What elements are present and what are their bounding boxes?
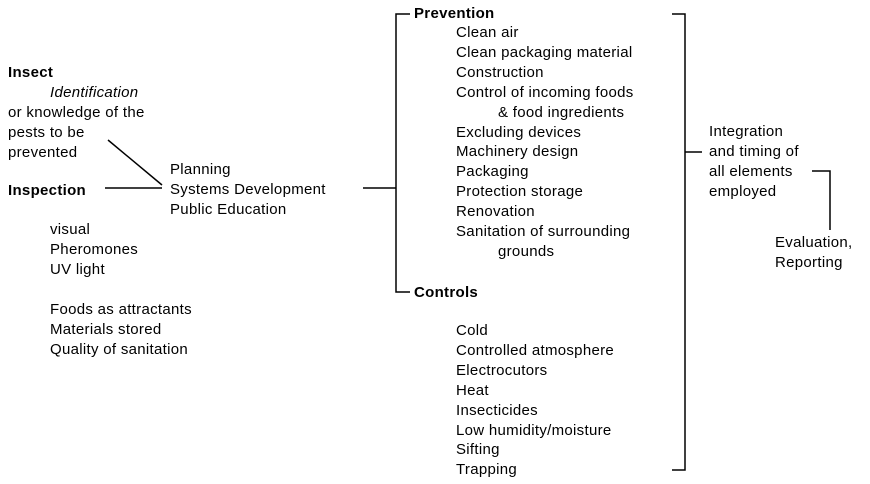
prevention-item: Machinery design — [456, 143, 579, 161]
integration-line: all elements — [709, 162, 793, 180]
factor-item: Materials stored — [50, 320, 162, 338]
prevention-item: Renovation — [456, 203, 535, 221]
factor-item: Foods as attractants — [50, 301, 192, 318]
prevention-item: Clean air — [456, 24, 519, 41]
center-item: Planning — [170, 161, 231, 178]
control-item: Controlled atmosphere — [456, 341, 615, 359]
prevention-list: Clean air Clean packaging material Const… — [456, 23, 634, 262]
center-activities: Planning Systems Development Public Educ… — [170, 160, 326, 220]
inspection-title: Inspection — [8, 182, 87, 199]
control-item: Heat — [456, 381, 489, 399]
insect-title: Insect — [8, 64, 54, 81]
evaluation-line: Evaluation, — [775, 234, 853, 251]
control-item: Sifting — [456, 441, 500, 459]
insect-line: prevented — [8, 143, 78, 161]
prevention-item: & food ingredients — [498, 103, 625, 121]
identification-label: Identification — [50, 84, 139, 101]
prevention-item: Construction — [456, 63, 544, 81]
prevention-item: grounds — [498, 242, 555, 260]
integration-line: and timing of — [709, 142, 799, 160]
method-item: UV light — [50, 260, 105, 278]
prevention-item: Packaging — [456, 163, 529, 181]
prevention-item: Excluding devices — [456, 123, 582, 141]
inspection-factors: Foods as attractants Materials stored Qu… — [50, 300, 192, 360]
integration-line: employed — [709, 182, 777, 200]
controls-title: Controls — [414, 284, 479, 301]
insect-connector — [107, 139, 163, 186]
center-item: Systems Development — [170, 180, 326, 198]
inspection-methods: visual Pheromones UV light — [50, 220, 138, 280]
method-item: Pheromones — [50, 240, 139, 258]
control-item: Low humidity/moisture — [456, 421, 612, 439]
control-item: Trapping — [456, 461, 518, 479]
control-item: Cold — [456, 322, 489, 339]
prevention-item: Clean packaging material — [456, 43, 633, 61]
controls-list: Cold Controlled atmosphere Electrocutors… — [456, 321, 614, 480]
evaluation-line: Reporting — [775, 253, 843, 271]
insect-description: or knowledge of the pests to be prevente… — [8, 103, 145, 163]
prevention-item: Protection storage — [456, 183, 584, 201]
prevention-item: Sanitation of surrounding — [456, 223, 631, 241]
integration-line: Integration — [709, 123, 784, 140]
insect-line: or knowledge of the — [8, 104, 145, 121]
evaluation-block: Evaluation, Reporting — [775, 233, 853, 273]
integration-block: Integration and timing of all elements e… — [709, 122, 799, 202]
integration-to-evaluation-line — [812, 170, 831, 230]
prevention-title: Prevention — [414, 5, 495, 22]
right-bracket — [672, 13, 686, 471]
method-item: visual — [50, 221, 91, 238]
left-bracket — [395, 13, 410, 293]
control-item: Electrocutors — [456, 361, 548, 379]
insect-line: pests to be — [8, 123, 85, 141]
center-item: Public Education — [170, 200, 287, 218]
control-item: Insecticides — [456, 401, 538, 419]
prevention-item: Control of incoming foods — [456, 83, 634, 101]
factor-item: Quality of sanitation — [50, 340, 189, 358]
